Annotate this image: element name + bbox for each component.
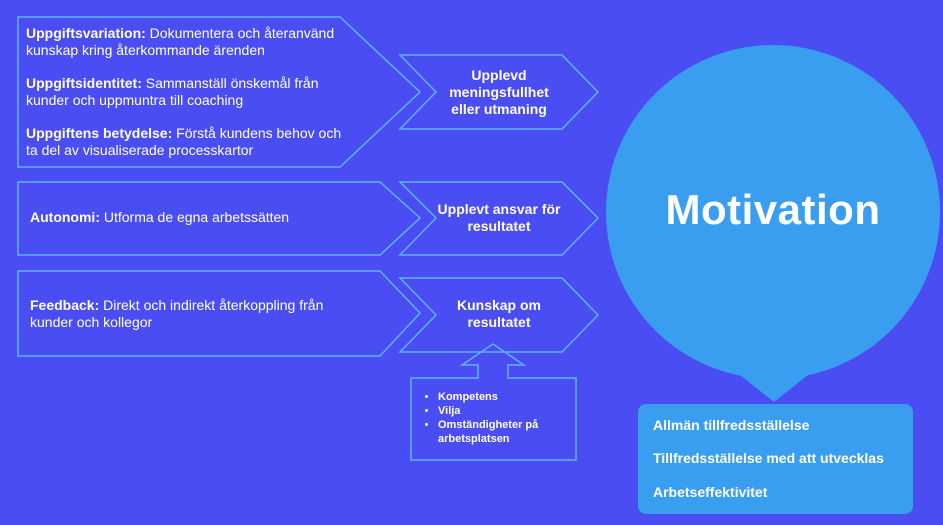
box3-item-1-label: Feedback: xyxy=(30,297,100,313)
moderator-item: Vilja xyxy=(438,404,573,418)
down-arrow xyxy=(740,355,808,402)
outcome-item: Arbetseffektivitet xyxy=(653,484,768,500)
outcome-box xyxy=(638,404,913,514)
outcome-item: Allmän tillfredsställelse xyxy=(653,417,810,433)
motivation-title: Motivation xyxy=(665,186,881,233)
moderator-list: Kompetens Vilja Omständigheter på arbets… xyxy=(422,390,573,446)
moderator-box xyxy=(410,343,577,461)
state-label-3: Kunskap om resultatet xyxy=(456,297,541,330)
box2-item-1: Autonomi: Utforma de egna arbetssätten xyxy=(30,209,370,226)
moderator-item: Omständigheter på arbetsplatsen xyxy=(438,418,573,446)
box1-item-2-label: Uppgiftsidentitet: xyxy=(26,75,142,91)
motivation-circle xyxy=(606,45,940,379)
box1-item-3: Uppgiftens betydelse: Förstå kundens beh… xyxy=(26,125,356,159)
state-label-1: Upplevd meningsfullhet eller utmaning xyxy=(449,66,549,117)
job-characteristics-box-3 xyxy=(17,270,422,357)
outcome-item: Tillfredsställelse med att utvecklas xyxy=(653,450,884,466)
box1-item-2-text: Sammanställ önskemål från kunder och upp… xyxy=(26,75,319,108)
state-chevron-2 xyxy=(398,181,600,256)
box1-item-3-label: Uppgiftens betydelse: xyxy=(26,125,173,141)
box1-item-1-text: Dokumentera och återanvänd kunskap kring… xyxy=(26,25,335,58)
box3-item-1-text: Direkt och indirekt återkoppling från ku… xyxy=(30,297,324,330)
box1-item-1-label: Uppgiftsvariation: xyxy=(26,25,146,41)
box3-item-1: Feedback: Direkt och indirekt återkoppli… xyxy=(30,297,330,331)
job-characteristics-box-1 xyxy=(17,16,422,168)
job-characteristics-box-2 xyxy=(17,181,422,256)
box2-item-1-text: Utforma de egna arbetssätten xyxy=(99,209,290,225)
moderator-item: Kompetens xyxy=(438,390,573,404)
state-label-2: Upplevt ansvar för resultatet xyxy=(437,201,561,234)
box1-item-1: Uppgiftsvariation: Dokumentera och återa… xyxy=(26,25,361,59)
box1-item-3-text: Förstå kundens behov och ta del av visua… xyxy=(26,125,342,158)
state-chevron-1 xyxy=(398,54,600,130)
box2-item-1-label: Autonomi: xyxy=(30,209,100,225)
state-chevron-3 xyxy=(398,277,600,353)
box1-item-2: Uppgiftsidentitet: Sammanställ önskemål … xyxy=(26,75,346,109)
